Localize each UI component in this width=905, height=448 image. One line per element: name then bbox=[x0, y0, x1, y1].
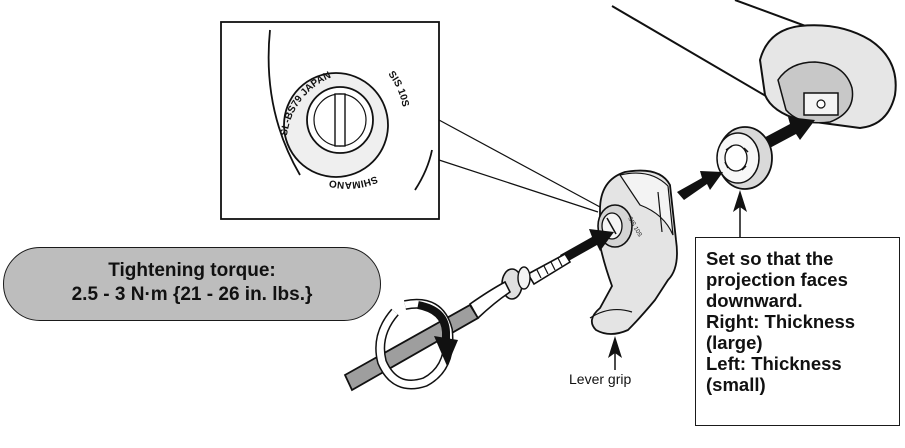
handlebar bbox=[611, 0, 897, 130]
projection-note-box: Set so that the projection faces downwar… bbox=[695, 237, 900, 426]
torque-title: Tightening torque: bbox=[108, 260, 276, 281]
note-line: Set so that the bbox=[706, 248, 834, 269]
note-line: (large) bbox=[706, 332, 763, 353]
lever-grip-pointer bbox=[608, 336, 622, 370]
spacer-washer bbox=[716, 126, 773, 190]
detail-inset: SL-BS79 JAPAN SIS 10S SHIMANO bbox=[220, 21, 601, 220]
torque-value: 2.5 - 3 N·m {21 - 26 in. lbs.} bbox=[71, 284, 313, 305]
note-line: Right: Thickness bbox=[706, 311, 856, 332]
shift-lever: SIS 10S bbox=[589, 169, 678, 335]
note-line: Left: Thickness bbox=[706, 353, 842, 374]
lever-grip-label: Lever grip bbox=[569, 371, 632, 387]
fixing-screw bbox=[501, 252, 572, 300]
tightening-torque-box: Tightening torque: 2.5 - 3 N·m {21 - 26 … bbox=[3, 247, 381, 321]
washer-pointer-arrow bbox=[733, 190, 747, 238]
insert-arrow-right bbox=[760, 117, 815, 150]
insert-arrow-left bbox=[560, 229, 614, 263]
note-line: (small) bbox=[706, 374, 766, 395]
note-line: projection faces bbox=[706, 269, 848, 290]
rotation-arrow bbox=[375, 298, 458, 390]
note-line: downward. bbox=[706, 290, 803, 311]
insert-arrow-middle bbox=[677, 171, 723, 200]
